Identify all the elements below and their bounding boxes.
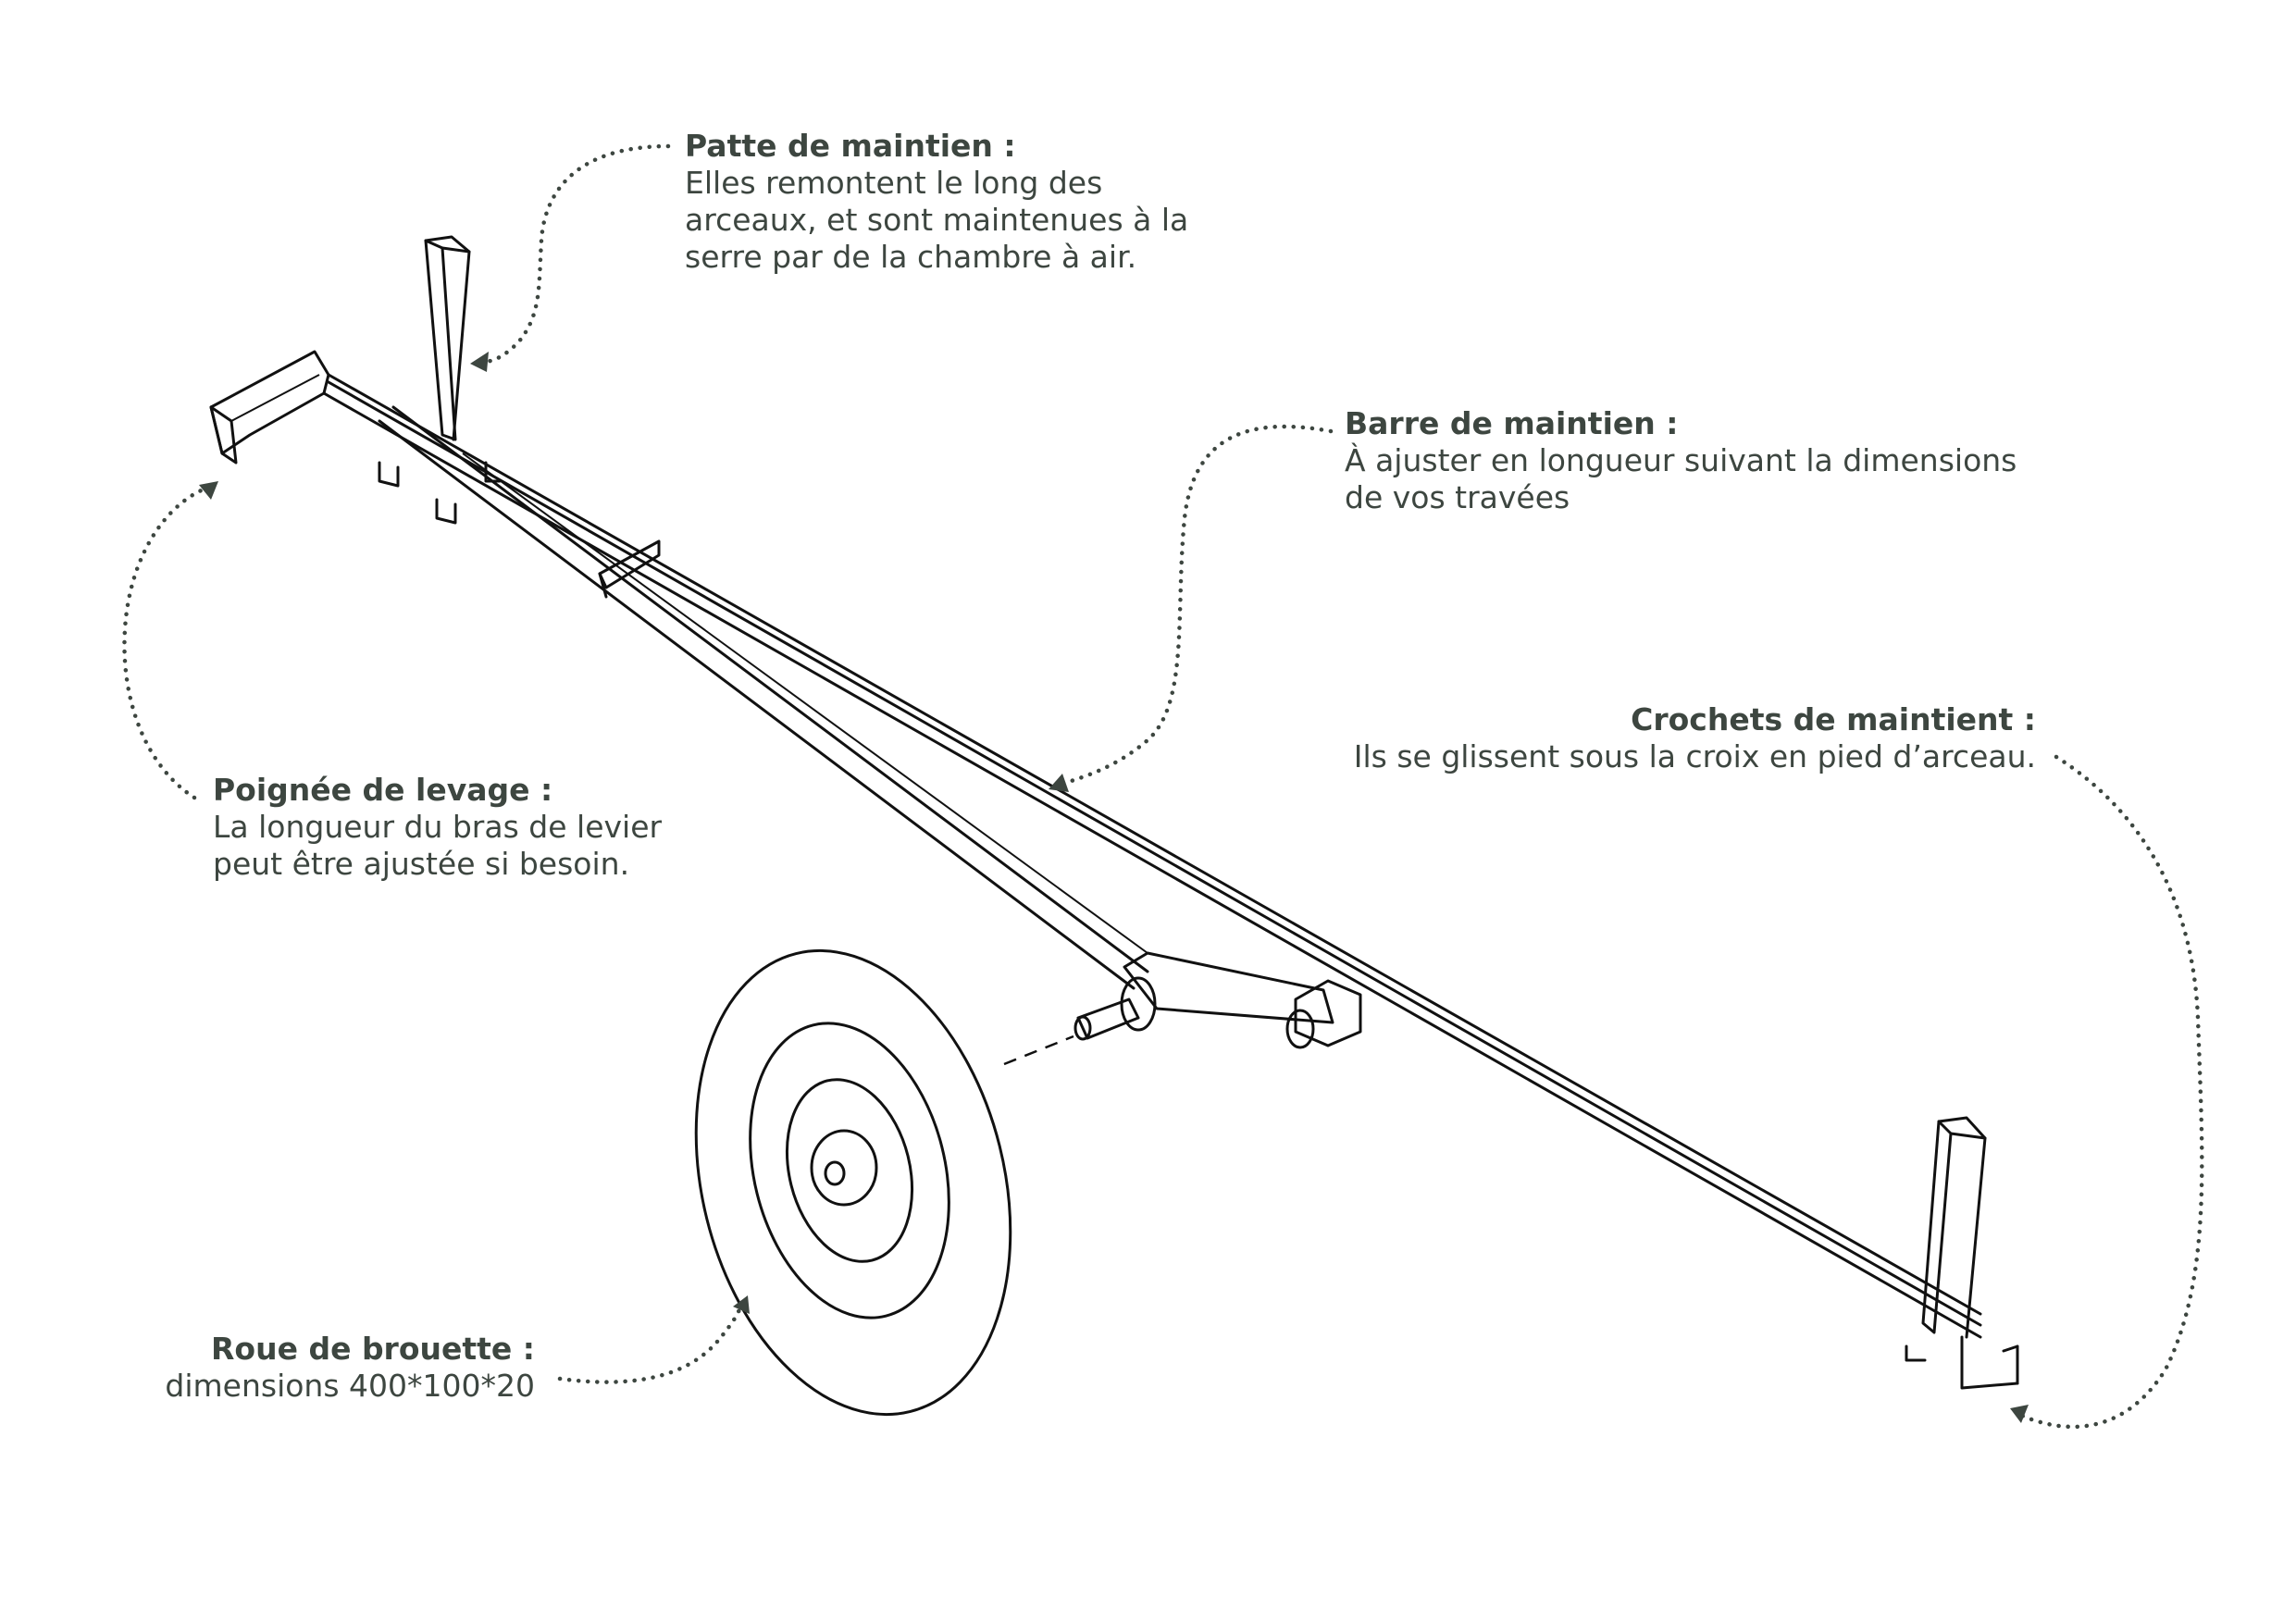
arrowhead-icon (1049, 774, 1069, 792)
leader-patte (470, 143, 671, 372)
label-crochets-de-maintient: Crochets de maintient : Ils se glissent … (1203, 701, 2036, 775)
bottom-hooks-left (378, 461, 502, 525)
axle-alignment-dash (1003, 1035, 1074, 1066)
label-poignee-de-levage: Poignée de levage : La longueur du bras … (213, 772, 768, 883)
crossbar-tee (598, 539, 661, 599)
arrowhead-icon (199, 481, 218, 500)
label-line: de vos travées (1345, 479, 1570, 515)
label-line: dimensions 400*100*20 (165, 1368, 535, 1404)
leader-barre (1049, 424, 1334, 792)
label-title: Patte de maintien : (685, 128, 1016, 164)
label-barre-de-maintien: Barre de maintien : À ajuster en longueu… (1345, 405, 2048, 516)
label-line: peut être ajustée si besoin. (213, 846, 630, 882)
axle-crossmember (1074, 951, 1362, 1049)
label-title: Poignée de levage : (213, 772, 553, 808)
label-title: Roue de brouette : (211, 1331, 535, 1367)
label-title: Barre de maintien : (1345, 405, 1679, 441)
label-line: serre par de la chambre à air. (685, 239, 1137, 275)
leader-roue (557, 1295, 750, 1384)
lifting-handle (209, 350, 330, 465)
retaining-hooks-right (1905, 1335, 2019, 1390)
leader-crochets (2010, 754, 2204, 1430)
wheelbarrow-wheel (694, 948, 1012, 1417)
arrowhead-icon (470, 352, 489, 372)
retaining-tab-right (1921, 1116, 1987, 1339)
leader-poignee (122, 481, 218, 800)
arrowhead-icon (733, 1295, 750, 1314)
arrowhead-icon (2010, 1405, 2029, 1423)
retaining-tab-left (424, 235, 471, 441)
main-frame-bar (322, 373, 1982, 1339)
label-line: Elles remontent le long des (685, 165, 1103, 201)
label-line: La longueur du bras de levier (213, 809, 663, 845)
label-patte-de-maintien: Patte de maintien : Elles remontent le l… (685, 128, 1351, 276)
label-roue-de-brouette: Roue de brouette : dimensions 400*100*20 (54, 1331, 535, 1405)
label-line: arceaux, et sont maintenues à la (685, 202, 1189, 238)
brace-bar (378, 405, 1149, 990)
label-line: Ils se glissent sous la croix en pied d’… (1353, 738, 2036, 774)
label-line: À ajuster en longueur suivant la dimensi… (1345, 442, 2017, 478)
label-title: Crochets de maintient : (1631, 701, 2036, 737)
